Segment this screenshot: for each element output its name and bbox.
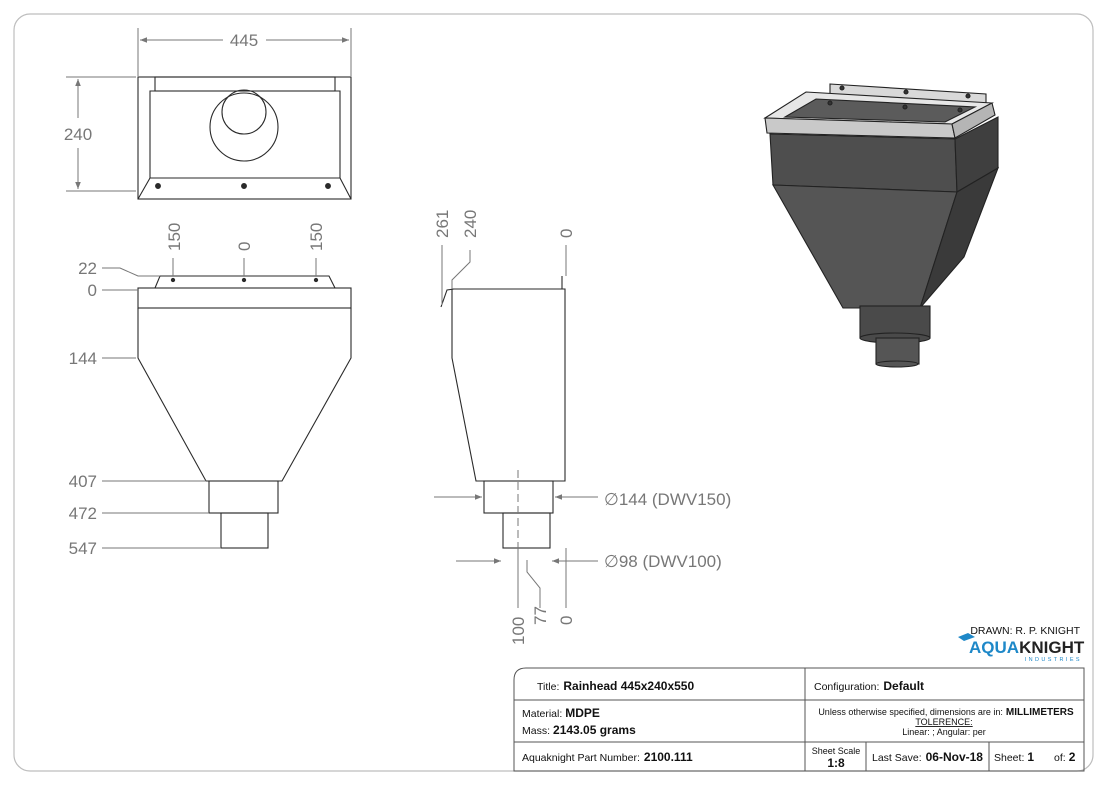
part-number-field: Aquaknight Part Number:2100.111 bbox=[522, 750, 693, 764]
front-dim-547: 547 bbox=[69, 539, 97, 558]
iso-screw-3 bbox=[965, 93, 971, 99]
lead-22 bbox=[102, 267, 160, 277]
top-view-dims bbox=[66, 28, 352, 192]
diameter-144-label: ∅144 (DWV150) bbox=[604, 490, 731, 509]
title-block-frame bbox=[513, 667, 1085, 772]
mass-field: Mass:2143.05 grams bbox=[522, 723, 636, 737]
top-view bbox=[137, 76, 352, 200]
iso-screw-6 bbox=[957, 107, 963, 113]
side-body bbox=[451, 288, 566, 482]
iso-outlet-lower-base bbox=[875, 360, 919, 368]
side-outlet-lower bbox=[502, 512, 551, 549]
drawn-by: DRAWN: R. P. KNIGHT bbox=[970, 625, 1080, 637]
tolerance-text: Linear: ; Angular: per bbox=[902, 727, 986, 737]
dim-445: 445 bbox=[230, 31, 258, 50]
diameter-98-label: ∅98 (DWV100) bbox=[604, 552, 722, 571]
iso-opening bbox=[783, 98, 978, 123]
logo-swoosh bbox=[958, 633, 975, 641]
sheet-field: Sheet:1 bbox=[994, 750, 1034, 764]
front-screw-left bbox=[170, 277, 176, 283]
iso-screw-1 bbox=[839, 85, 845, 91]
front-body bbox=[137, 308, 352, 482]
front-dim-22: 22 bbox=[78, 259, 97, 278]
front-view bbox=[137, 275, 352, 549]
of-field: of:2 bbox=[1054, 750, 1076, 764]
screw-center bbox=[241, 183, 247, 189]
configuration-field: Configuration:Default bbox=[814, 679, 924, 693]
iso-outlet-lower bbox=[875, 337, 920, 365]
top-view-outline bbox=[137, 76, 352, 200]
side-view bbox=[440, 276, 566, 549]
front-view-dims bbox=[102, 258, 317, 549]
dim-240: 240 bbox=[64, 125, 92, 144]
side-view-dims bbox=[434, 245, 598, 608]
side-bottom-label-100: 100 bbox=[509, 617, 528, 645]
front-dim-0: 0 bbox=[88, 281, 97, 300]
iso-hopper-side bbox=[919, 166, 1000, 309]
front-screw-right bbox=[313, 277, 319, 283]
iso-box-front bbox=[769, 133, 958, 193]
front-top-tick-center: 0 bbox=[235, 242, 254, 251]
last-save-field: Last Save:06-Nov-18 bbox=[872, 750, 983, 764]
top-view-outer-circle bbox=[209, 92, 279, 162]
aquaknight-logo: AQUAKNIGHT INDUSTRIES bbox=[958, 633, 1085, 663]
logo-subtext: INDUSTRIES bbox=[1025, 657, 1082, 663]
top-view-inner-circle bbox=[221, 89, 267, 135]
front-dim-472: 472 bbox=[69, 504, 97, 523]
tolerance-label: TOLERENCE: bbox=[915, 717, 972, 727]
sheet-scale-value: 1:8 bbox=[827, 756, 845, 770]
front-screw-center bbox=[241, 277, 247, 283]
front-outlet-upper bbox=[208, 480, 279, 514]
iso-flange-side bbox=[951, 102, 996, 139]
front-box bbox=[137, 287, 352, 309]
screw-left bbox=[155, 183, 161, 189]
side-bottom-tick-77 bbox=[526, 560, 541, 608]
side-top-tick-261: 261 bbox=[433, 210, 452, 238]
front-lip bbox=[154, 275, 336, 289]
front-outlet-lower bbox=[220, 512, 269, 549]
top-view-lip bbox=[154, 76, 336, 92]
isometric-view bbox=[763, 83, 1000, 368]
side-bottom-label-77: 77 bbox=[531, 606, 550, 625]
iso-screw-5 bbox=[902, 104, 908, 110]
screw-right bbox=[325, 183, 331, 189]
front-dim-144: 144 bbox=[69, 349, 97, 368]
title-block: DRAWN: R. P. KNIGHT AQUAKNIGHT INDUSTRIE… bbox=[513, 625, 1085, 772]
units-field: Unless otherwise specified, dimensions a… bbox=[818, 707, 1074, 718]
front-dim-407: 407 bbox=[69, 472, 97, 491]
side-tick-240 bbox=[451, 250, 471, 289]
material-field: Material:MDPE bbox=[522, 706, 600, 720]
iso-screw-2 bbox=[903, 89, 909, 95]
logo-text: AQUAKNIGHT bbox=[969, 638, 1085, 657]
sheet-scale-label: Sheet Scale bbox=[812, 746, 861, 756]
side-top-tick-240: 240 bbox=[461, 210, 480, 238]
side-top-tick-0: 0 bbox=[557, 229, 576, 238]
top-view-bevel bbox=[137, 177, 352, 200]
front-top-tick-right: 150 bbox=[307, 223, 326, 251]
front-top-tick-left: 150 bbox=[165, 223, 184, 251]
iso-screw-4 bbox=[827, 100, 833, 106]
title-field: Title:Rainhead 445x240x550 bbox=[537, 679, 694, 693]
side-bottom-label-0: 0 bbox=[557, 616, 576, 625]
